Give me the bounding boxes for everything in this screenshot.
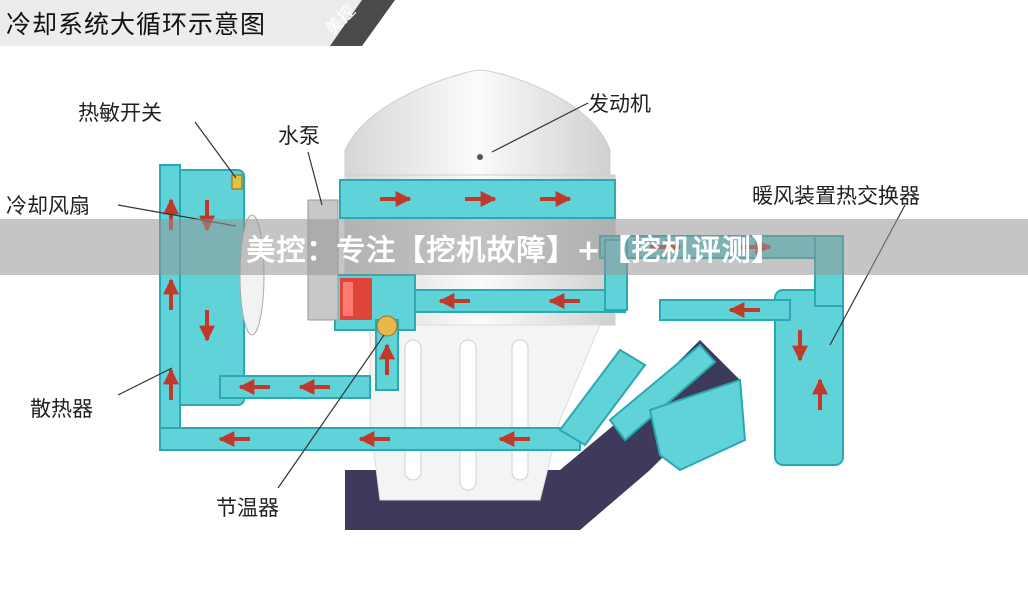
- banner-text: 美控：专注【挖机故障】+【挖机评测】: [246, 233, 782, 267]
- label-cooling-fan: 冷却风扇: [6, 194, 90, 218]
- label-thermostat: 节温器: [216, 496, 279, 520]
- thermostat: [376, 315, 398, 337]
- title-bar: 冷却系统大循环示意图 美控: [0, 0, 380, 46]
- thermo-switch: [231, 174, 243, 190]
- watermark-small: 美控: [321, 1, 360, 40]
- label-thermo-switch: 热敏开关: [78, 101, 162, 125]
- page-title: 冷却系统大循环示意图: [6, 10, 267, 39]
- label-radiator: 散热器: [30, 397, 93, 421]
- label-heater-core: 暖风装置热交换器: [752, 184, 920, 208]
- watermark-banner: 美控：专注【挖机故障】+【挖机评测】: [0, 219, 1028, 275]
- label-engine: 发动机: [588, 92, 651, 116]
- label-water-pump: 水泵: [278, 124, 320, 148]
- title-banner: [0, 0, 395, 46]
